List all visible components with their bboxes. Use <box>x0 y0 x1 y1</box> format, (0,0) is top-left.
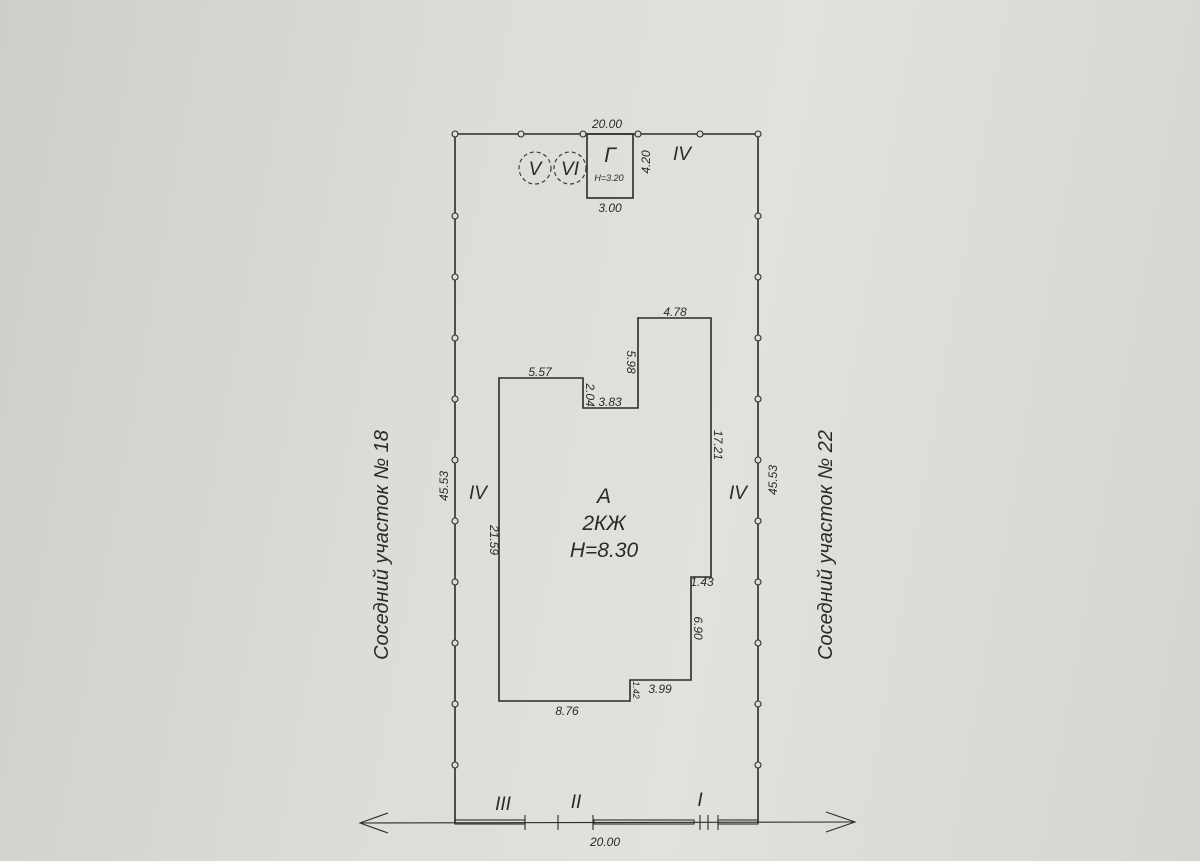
tree-vi-label: VI <box>561 159 580 180</box>
garage-label: Г <box>604 144 617 167</box>
fence-post-icon <box>754 130 762 138</box>
dim-right: 17.21 <box>711 430 725 460</box>
dim-right-offset: 1.43 <box>690 575 714 589</box>
fence-post-icon <box>754 578 762 586</box>
frontage-marker-ii: II <box>571 792 582 813</box>
dim-left: 21.59 <box>487 524 501 555</box>
fence-post-icon <box>696 130 704 138</box>
fence-post-icon <box>451 456 459 464</box>
fence-post-icon <box>754 639 762 647</box>
garage-depth: 4.20 <box>639 150 653 174</box>
fence-post-icon <box>451 212 459 220</box>
fence-post-icon <box>451 578 459 586</box>
house-material: 2КЖ <box>581 512 627 535</box>
dim-top-left: 5.57 <box>528 365 553 379</box>
zone-right: IV <box>729 483 749 504</box>
top-width: 20.00 <box>591 117 622 131</box>
fence-post-icon <box>754 761 762 769</box>
left-length: 45.53 <box>437 471 451 501</box>
fence-post-icon <box>634 130 642 138</box>
frontage-marker-i: I <box>697 790 703 811</box>
dim-bottom-step: 3.99 <box>648 682 672 696</box>
dim-lower-right: 6.90 <box>691 616 705 640</box>
fence-post-icon <box>451 639 459 647</box>
house-label: А <box>595 485 611 508</box>
right-length: 45.53 <box>766 465 780 495</box>
fence-post-icon <box>451 761 459 769</box>
tree-v-icon <box>518 151 552 185</box>
fence-post-icon <box>451 273 459 281</box>
tree-v-label: V <box>529 159 544 180</box>
dim-bottom: 8.76 <box>555 704 579 718</box>
zone-top: IV <box>673 144 693 165</box>
fence-post-icon <box>451 334 459 342</box>
fence-post-icon <box>579 130 587 138</box>
garage-width: 3.00 <box>598 201 622 215</box>
plot-boundary <box>454 133 759 823</box>
garage-height: H=3.20 <box>594 173 623 183</box>
fence-post-icon <box>451 395 459 403</box>
frontage-marker-iii: III <box>495 794 512 815</box>
dim-notch-vertical: 5.98 <box>624 350 638 374</box>
dim-top-right: 4.78 <box>663 305 687 319</box>
garage-outline <box>586 133 634 199</box>
fence-post-icon <box>451 517 459 525</box>
fence-post-icon <box>754 273 762 281</box>
house-height: H=8.30 <box>570 539 639 562</box>
fence-post-icon <box>451 130 459 138</box>
bottom-width: 20.00 <box>589 835 620 849</box>
fence-post-icon <box>517 130 525 138</box>
frontage-line <box>358 811 857 834</box>
fence-posts <box>451 130 762 769</box>
house-outline <box>498 317 712 702</box>
tree-vi-icon <box>553 151 587 185</box>
fence-post-icon <box>754 212 762 220</box>
fence-post-icon <box>754 700 762 708</box>
dim-bottom-step-vertical: 1.42 <box>631 681 641 699</box>
left-neighbor-label: Соседний участок № 18 <box>371 430 393 660</box>
zone-left: IV <box>469 483 489 504</box>
fence-post-icon <box>754 456 762 464</box>
fence-post-icon <box>754 517 762 525</box>
fence-post-icon <box>451 700 459 708</box>
dim-step-vertical: 2.04 <box>583 382 597 407</box>
fence-post-icon <box>754 395 762 403</box>
fence-post-icon <box>754 334 762 342</box>
dim-step-horizontal: 3.83 <box>598 395 622 409</box>
right-neighbor-label: Соседний участок № 22 <box>815 430 837 660</box>
